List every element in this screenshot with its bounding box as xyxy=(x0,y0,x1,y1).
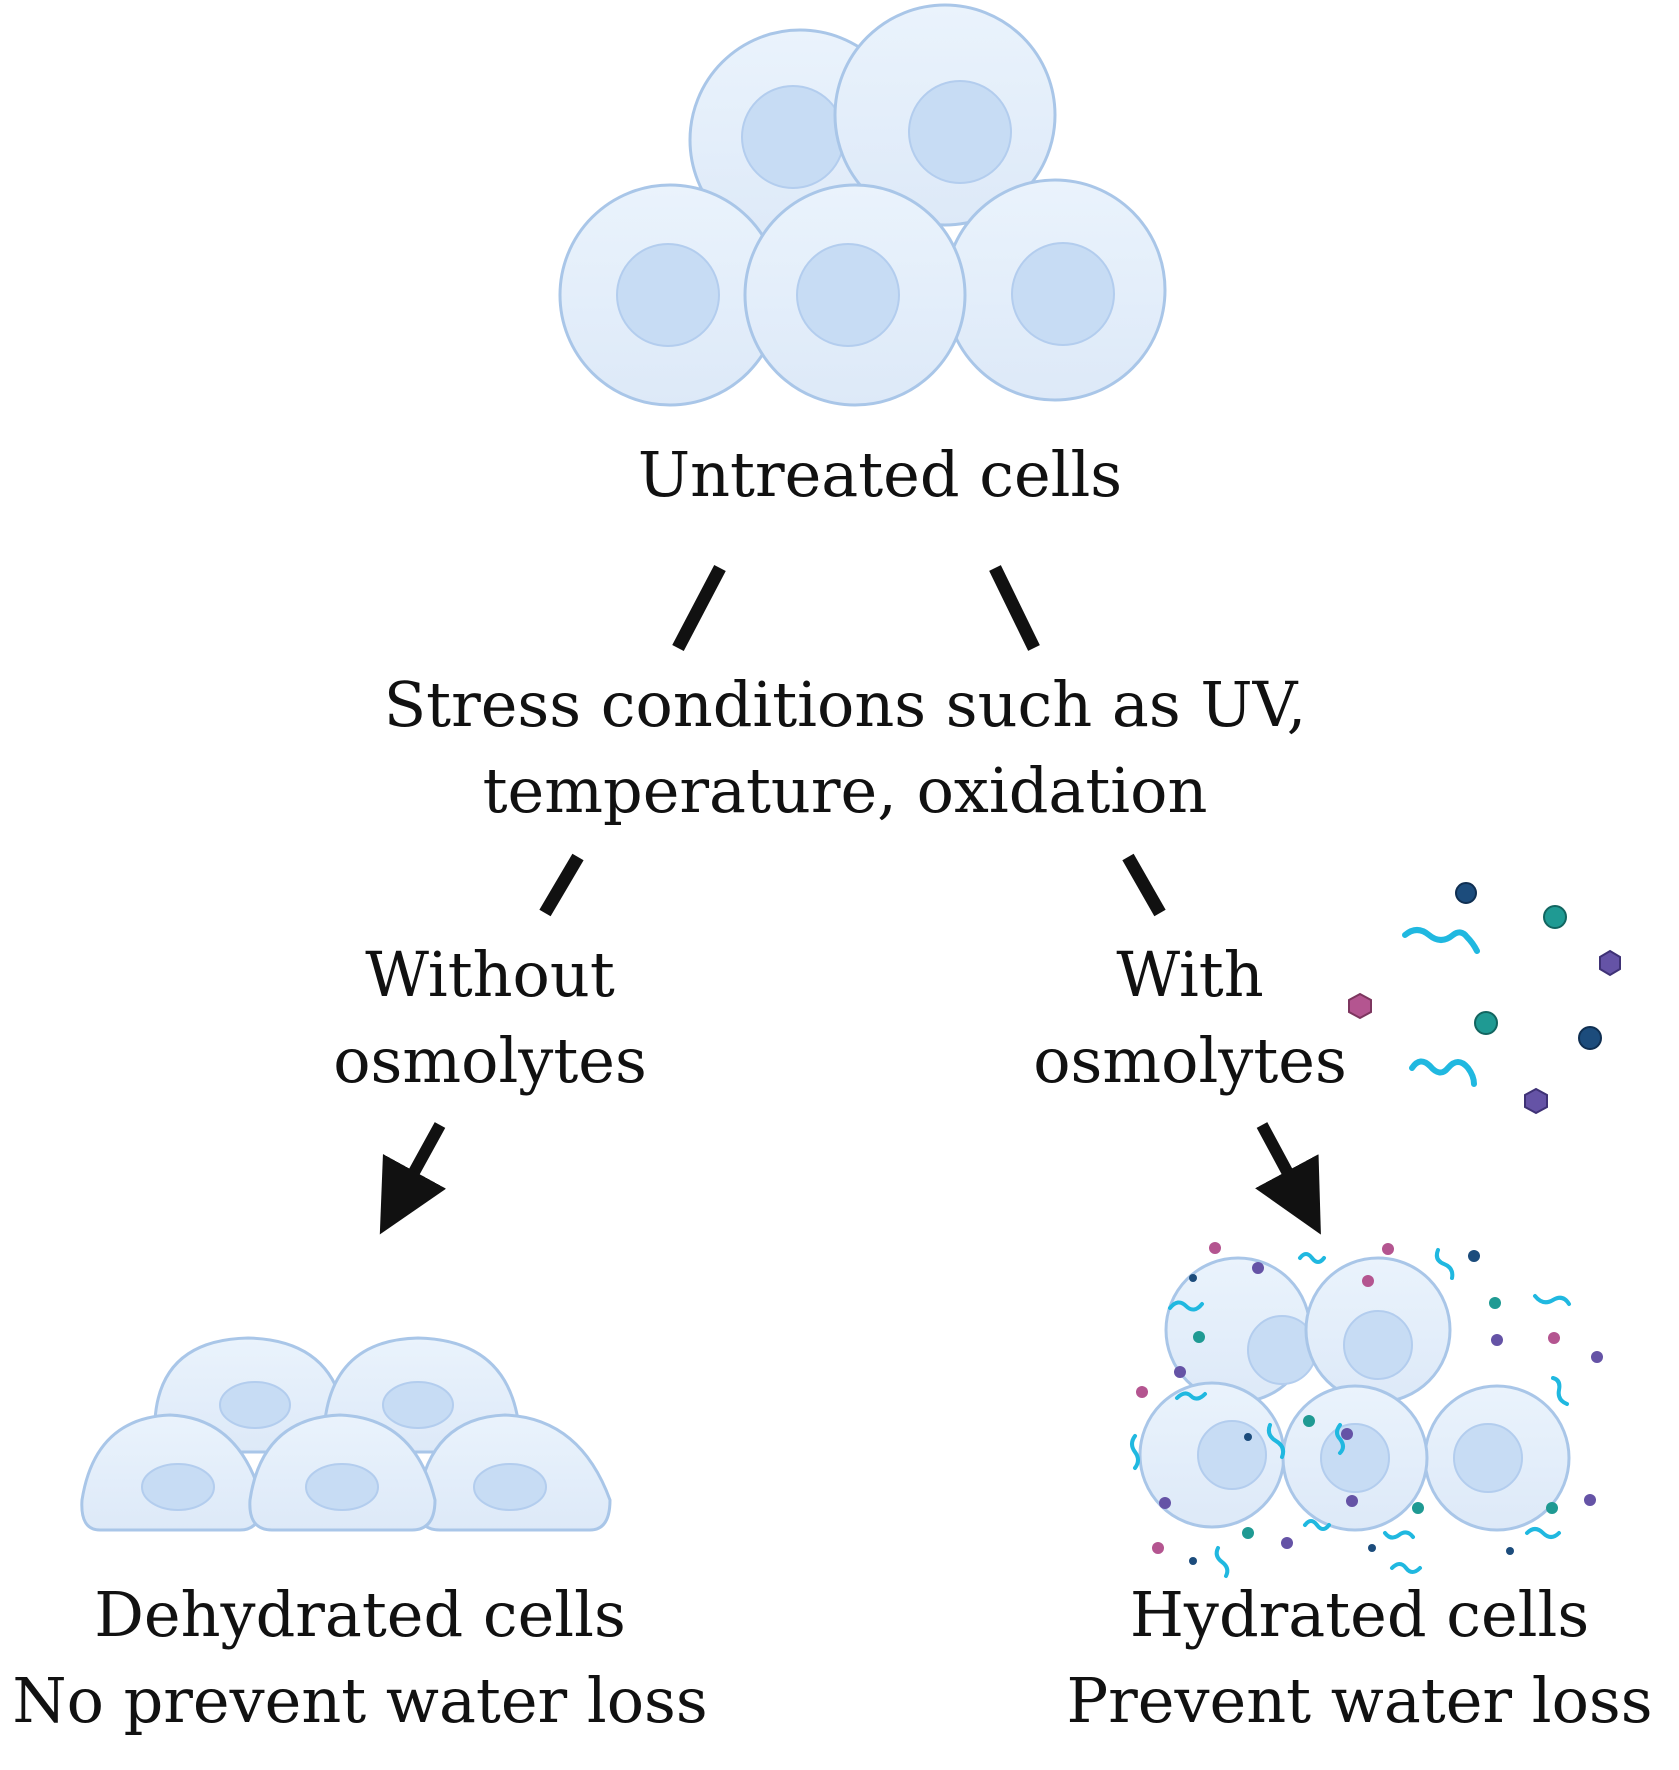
cell-nucleus xyxy=(1197,1420,1267,1490)
osmolyte-dot-purple xyxy=(1281,1537,1293,1549)
osmolyte-squiggle xyxy=(1175,1391,1207,1401)
osmolyte-squiggle xyxy=(1266,1423,1286,1459)
osmolyte-dot-teal xyxy=(1489,1297,1501,1309)
connector-left-upper xyxy=(672,564,726,652)
osmolyte-dot-purple xyxy=(1174,1366,1186,1378)
osmolyte-dot-navy xyxy=(1368,1544,1376,1552)
round-cell xyxy=(833,3,1057,227)
osmolyte-dot-purple xyxy=(1591,1351,1603,1363)
osmolyte-squiggle xyxy=(1434,1248,1455,1280)
dehydrated-cell-cluster xyxy=(80,1336,612,1532)
osmolyte-squiggle xyxy=(1390,1562,1422,1574)
round-cell xyxy=(1304,1256,1452,1404)
cell-nucleus xyxy=(741,85,845,189)
osmolyte-dot-magenta xyxy=(1136,1386,1148,1398)
osmolyte-hexagon-purple xyxy=(1524,1087,1548,1115)
osmolyte-dot-purple xyxy=(1341,1428,1353,1440)
osmolyte-dot-navy xyxy=(1189,1557,1197,1565)
osmolyte-dot-purple xyxy=(1346,1495,1358,1507)
cell-nucleus xyxy=(1320,1423,1390,1493)
flat-cell xyxy=(416,1413,612,1532)
osmolyte-dot-magenta xyxy=(1362,1275,1374,1287)
cell-nucleus xyxy=(616,243,720,347)
osmolyte-dot-navy xyxy=(1189,1274,1197,1282)
osmolyte-dot-teal xyxy=(1546,1502,1558,1514)
osmolyte-dot-teal xyxy=(1543,905,1567,929)
cell-nucleus xyxy=(796,243,900,347)
cell-nucleus xyxy=(1343,1310,1413,1380)
osmolyte-dot-purple xyxy=(1252,1262,1264,1274)
osmolyte-dot-magenta xyxy=(1152,1542,1164,1554)
connector-left-lower xyxy=(539,853,584,917)
untreated-cell-cluster xyxy=(558,3,1167,407)
cell-nucleus xyxy=(305,1463,379,1511)
osmolyte-hexagon-purple xyxy=(1599,949,1621,977)
round-cell xyxy=(1164,1256,1317,1404)
osmolyte-squiggle xyxy=(1409,1058,1477,1087)
osmolyte-dot-teal xyxy=(1412,1502,1424,1514)
osmolyte-dot-teal xyxy=(1303,1415,1315,1427)
cell-nucleus xyxy=(382,1381,454,1429)
hydrated-osmolytes xyxy=(1130,1242,1603,1578)
osmolyte-dot-navy xyxy=(1468,1250,1480,1262)
cell-nucleus xyxy=(1011,242,1115,346)
cell-nucleus xyxy=(219,1381,291,1429)
flat-cell xyxy=(248,1413,437,1532)
osmolyte-squiggle xyxy=(1303,1519,1331,1531)
hydrated-cell-cluster xyxy=(1138,1256,1571,1532)
osmolyte-dot-teal xyxy=(1242,1527,1254,1539)
osmolyte-squiggle xyxy=(1168,1300,1204,1312)
osmolyte-squiggle xyxy=(1214,1546,1230,1578)
arrow-to-hydrated xyxy=(1255,1122,1321,1235)
round-cell xyxy=(558,183,782,407)
connector-right-lower xyxy=(1122,853,1166,917)
osmolyte-squiggle xyxy=(1402,927,1480,954)
osmolyte-dot-purple xyxy=(1491,1334,1503,1346)
cell-nucleus xyxy=(473,1463,547,1511)
osmolyte-dot-navy xyxy=(1244,1433,1252,1441)
osmolyte-squiggle xyxy=(1533,1294,1571,1306)
cell-nucleus xyxy=(1453,1423,1523,1493)
osmolyte-legend-cluster xyxy=(1348,882,1621,1115)
osmolyte-squiggle xyxy=(1130,1434,1140,1470)
osmolyte-hexagon-magenta xyxy=(1348,992,1372,1020)
osmolyte-squiggle xyxy=(1525,1527,1561,1539)
osmolyte-dot-navy xyxy=(1506,1547,1514,1555)
osmolyte-squiggle xyxy=(1298,1252,1326,1264)
osmolyte-squiggle xyxy=(1335,1423,1345,1455)
osmolyte-dot-magenta xyxy=(1209,1242,1221,1254)
osmolyte-squiggle xyxy=(1383,1530,1415,1540)
connector-right-upper xyxy=(989,565,1040,651)
osmolyte-dot-teal xyxy=(1474,1011,1498,1035)
osmolyte-dot-magenta xyxy=(1382,1243,1394,1255)
osmolyte-dot-purple xyxy=(1159,1497,1171,1509)
round-cell xyxy=(1423,1384,1571,1532)
osmolyte-dot-teal xyxy=(1193,1331,1205,1343)
osmolyte-dot-navy xyxy=(1578,1026,1602,1050)
osmolyte-dot-navy xyxy=(1455,882,1477,904)
round-cell xyxy=(743,183,967,407)
arrow-to-dehydrated xyxy=(379,1122,447,1235)
osmolyte-squiggle xyxy=(1551,1376,1569,1406)
round-cell xyxy=(1281,1384,1429,1532)
osmolyte-dot-purple xyxy=(1584,1494,1596,1506)
cell-nucleus xyxy=(908,80,1012,184)
round-cell xyxy=(943,178,1167,402)
cell-nucleus xyxy=(141,1463,215,1511)
osmolyte-dot-magenta xyxy=(1548,1332,1560,1344)
